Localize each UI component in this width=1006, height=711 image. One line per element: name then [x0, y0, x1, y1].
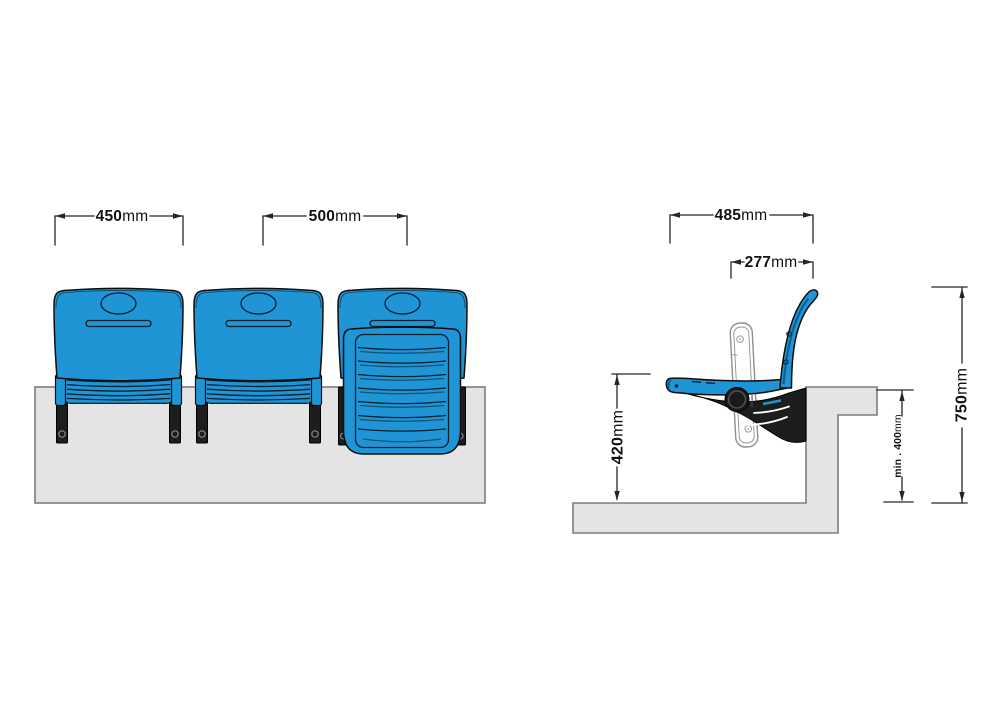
pivot-hub: [724, 387, 753, 412]
dim-depth-open: 485mm: [669, 207, 814, 244]
dim-label-seat-height: 420mm: [610, 410, 627, 464]
seat-side: [665, 289, 819, 448]
dim-label-seat-pitch: 500mm: [309, 208, 362, 225]
concrete-step: [572, 386, 878, 534]
dim-label-depth-folded: 277mm: [745, 254, 798, 271]
dim-total-height: 750mm: [931, 286, 971, 504]
seat-back: [779, 289, 819, 389]
bracket-blue-accent: [762, 399, 782, 406]
dim-label-step-height: min . 400mm: [892, 414, 904, 478]
dim-seat-pitch: 500mm: [262, 208, 408, 246]
dim-seat-width: 450mm: [54, 208, 184, 246]
dim-label-total-height: 750mm: [954, 368, 971, 422]
seat-right-folded-down: [337, 287, 468, 455]
dim-seat-height: 420mm: [610, 373, 651, 501]
dim-step-height: min . 400mm: [876, 389, 914, 503]
bracket-white-accent: [753, 405, 790, 414]
dim-label-depth-open: 485mm: [715, 207, 768, 224]
dim-depth-folded: 277mm: [730, 254, 814, 279]
side-view: 485mm 277mm: [572, 207, 971, 534]
front-view: 450mm 500mm: [34, 208, 486, 504]
bracket-white-accent: [747, 416, 788, 426]
seat-pan-front-face: [342, 326, 462, 455]
dim-label-seat-width: 450mm: [96, 208, 149, 225]
